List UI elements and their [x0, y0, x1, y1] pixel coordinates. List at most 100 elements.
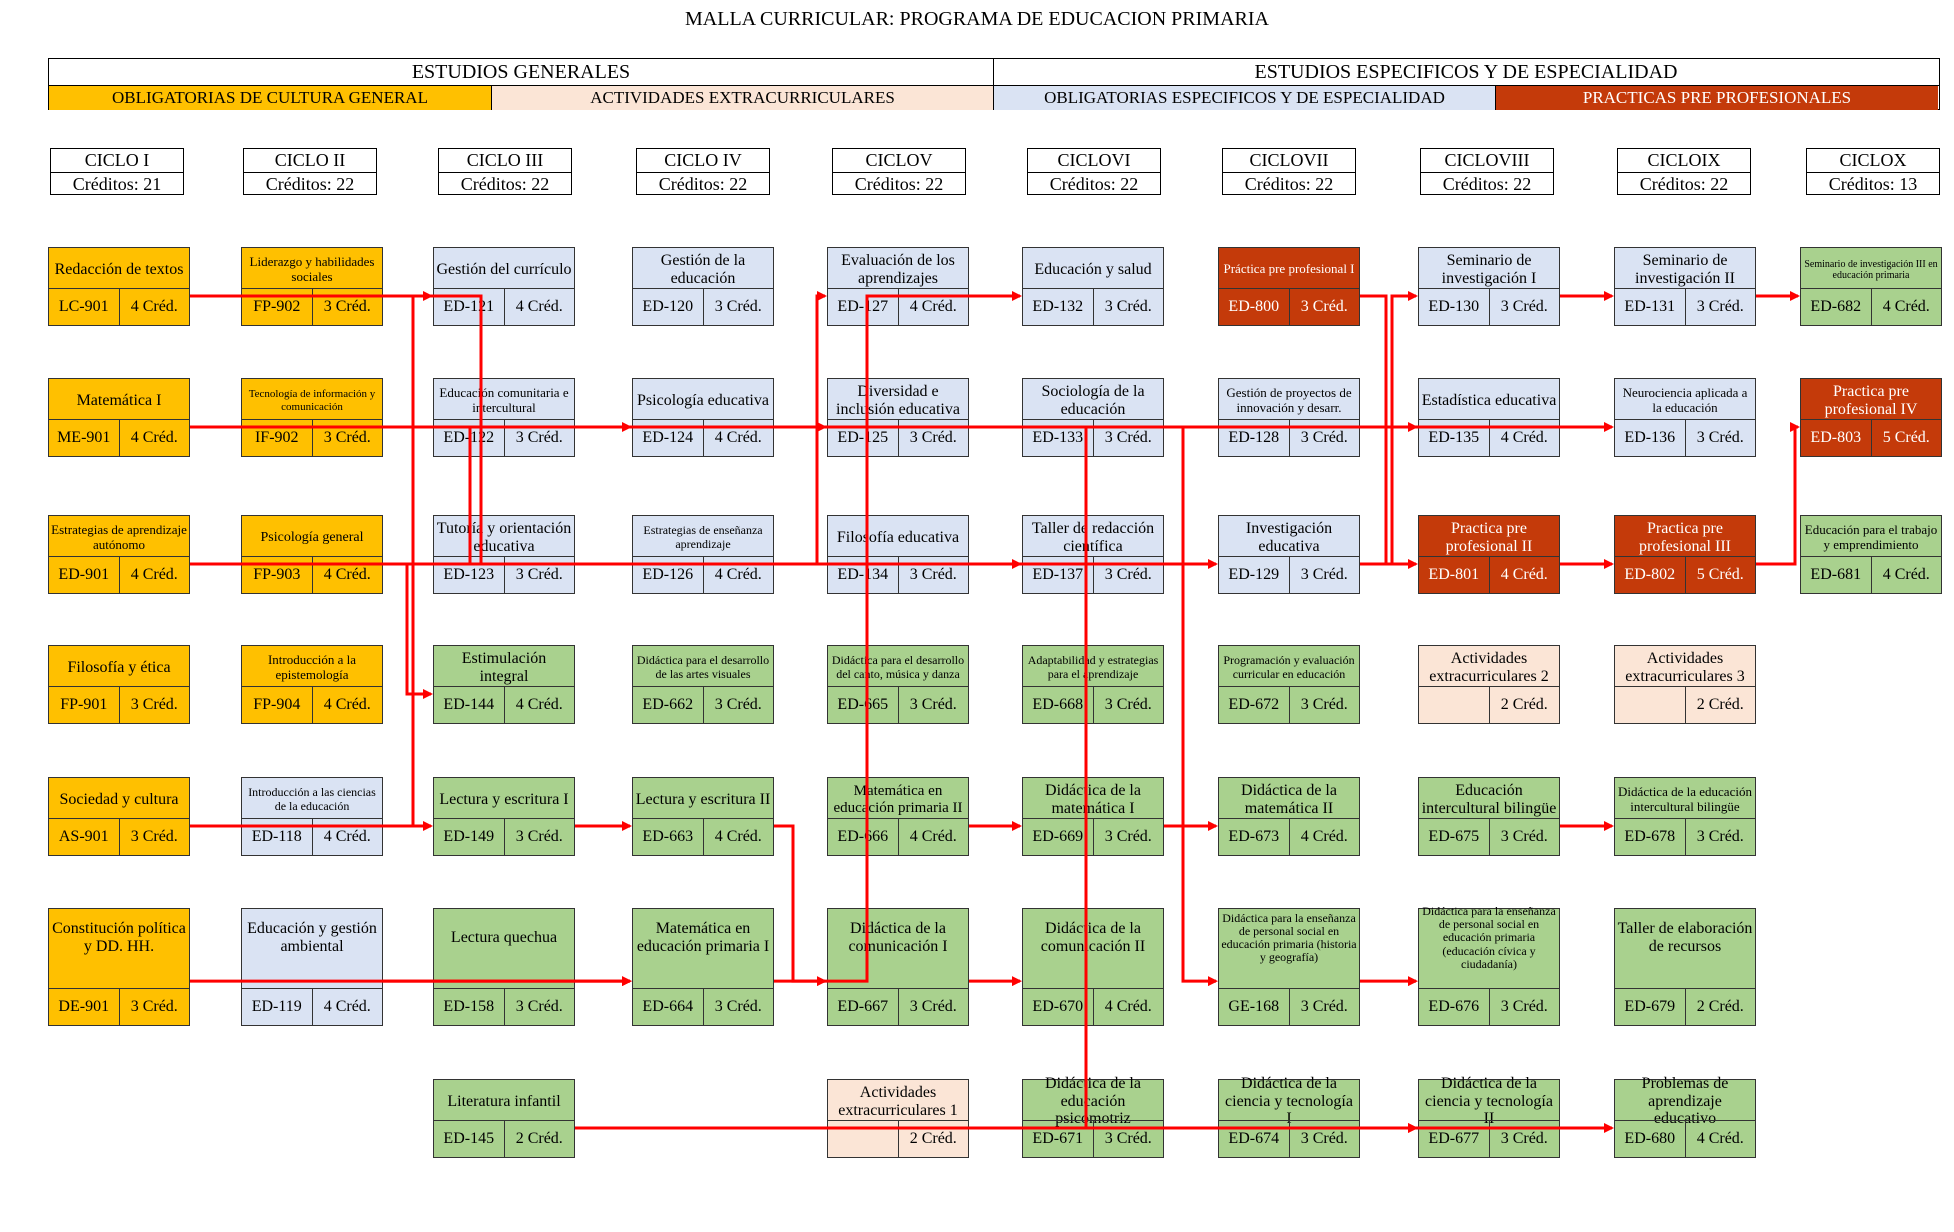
course-name: Seminario de investigación I	[1441, 251, 1537, 287]
course-code: ED-158	[434, 989, 505, 1025]
course-credits: 4 Créd.	[515, 298, 563, 315]
course-name: Didáctica para el desarrollo del canto, …	[831, 653, 965, 681]
course-name: Practica pre profesional II	[1445, 519, 1533, 555]
cycle-credits: Créditos: 22	[854, 174, 944, 194]
cycle-credits: Créditos: 22	[1639, 174, 1729, 194]
course-credits: 4 Créd.	[714, 828, 762, 845]
course-code: ED-678	[1615, 819, 1686, 855]
course-code: ED-131	[1615, 289, 1686, 325]
course-credits: 3 Créd.	[714, 696, 762, 713]
course-name: Liderazgo y habilidades sociales	[249, 254, 375, 284]
course-card: Seminario de investigación III en educac…	[1800, 247, 1942, 326]
course-credits: 3 Créd.	[515, 429, 563, 446]
course-code: ED-801	[1419, 557, 1490, 593]
prerequisite-arrow	[1756, 421, 1800, 566]
course-code: ED-675	[1419, 819, 1490, 855]
course-name: Educación para el trabajo y emprendimien…	[1804, 522, 1938, 552]
course-code: ED-803	[1801, 420, 1872, 456]
course-credits: 2 Créd.	[909, 1130, 957, 1147]
course-name: Didáctica de la ciencia y tecnología I	[1225, 1075, 1353, 1128]
course-card: Didáctica de la educación intercultural …	[1614, 777, 1756, 856]
prerequisite-arrow	[383, 290, 433, 828]
cycle-name: CICLOV	[833, 149, 965, 173]
course-code: ED-128	[1219, 420, 1290, 456]
course-card: Educación para el trabajo y emprendimien…	[1800, 515, 1942, 594]
course-credits: 3 Créd.	[1500, 998, 1548, 1015]
course-name: Didáctica para el desarrollo de las arte…	[636, 653, 770, 681]
course-name: Didáctica para la enseñanza de personal …	[1422, 904, 1556, 971]
course-code: ED-901	[49, 557, 120, 593]
course-credits: 3 Créd.	[1104, 298, 1152, 315]
course-code: ED-134	[828, 557, 899, 593]
course-name: Introducción a la epistemología	[267, 652, 357, 682]
course-card: Introducción a las ciencias de la educac…	[241, 777, 383, 856]
course-name: Diversidad e inclusión educativa	[836, 382, 960, 418]
course-credits: 3 Créd.	[1696, 828, 1744, 845]
course-name: Lectura y escritura II	[635, 790, 771, 808]
course-credits: 4 Créd.	[323, 998, 371, 1015]
course-code: ED-665	[828, 687, 899, 723]
course-code: FP-901	[49, 687, 120, 723]
course-name: Constitución política y DD. HH.	[52, 920, 186, 955]
course-credits: 2 Créd.	[1500, 696, 1548, 713]
course-credits: 2 Créd.	[1696, 696, 1744, 713]
course-credits: 3 Créd.	[1104, 429, 1152, 446]
course-name: Programación y evaluación curricular en …	[1223, 653, 1355, 681]
course-credits: 3 Créd.	[1300, 298, 1348, 315]
course-code: FP-902	[242, 289, 313, 325]
course-name: Matemática en educación primaria I	[636, 920, 770, 955]
course-credits: 5 Créd.	[1882, 429, 1930, 446]
course-credits: 3 Créd.	[1500, 298, 1548, 315]
course-credits: 4 Créd.	[130, 298, 178, 315]
course-credits: 2 Créd.	[1696, 998, 1744, 1015]
course-credits: 3 Créd.	[1696, 298, 1744, 315]
course-credits: 4 Créd.	[130, 429, 178, 446]
course-credits: 3 Créd.	[1300, 696, 1348, 713]
cycle-name: CICLOVI	[1028, 149, 1160, 173]
course-code: ED-682	[1801, 289, 1872, 325]
course-credits: 3 Créd.	[1300, 998, 1348, 1015]
course-name: Didáctica de la educación psicomotriz	[1045, 1075, 1141, 1128]
course-name: Lectura quechua	[450, 929, 558, 947]
course-code	[828, 1121, 899, 1157]
course-credits: 4 Créd.	[714, 429, 762, 446]
course-code: ED-124	[633, 420, 704, 456]
course-credits: 3 Créd.	[130, 696, 178, 713]
course-credits: 3 Créd.	[909, 998, 957, 1015]
course-name: Práctica pre profesional I	[1223, 261, 1355, 277]
course-credits: 3 Créd.	[1500, 1130, 1548, 1147]
course-credits: 3 Créd.	[714, 298, 762, 315]
course-code: ED-664	[633, 989, 704, 1025]
course-credits: 4 Créd.	[1882, 566, 1930, 583]
course-credits: 3 Créd.	[909, 696, 957, 713]
course-card: Didáctica para la enseñanza de personal …	[1418, 904, 1560, 1026]
course-code: ED-662	[633, 687, 704, 723]
course-credits: 4 Créd.	[909, 298, 957, 315]
course-credits: 3 Créd.	[1300, 429, 1348, 446]
course-code: ED-677	[1419, 1121, 1490, 1157]
legend-practicas: PRACTICAS PRE PROFESIONALES	[1496, 86, 1938, 110]
course-code: ED-671	[1023, 1121, 1094, 1157]
